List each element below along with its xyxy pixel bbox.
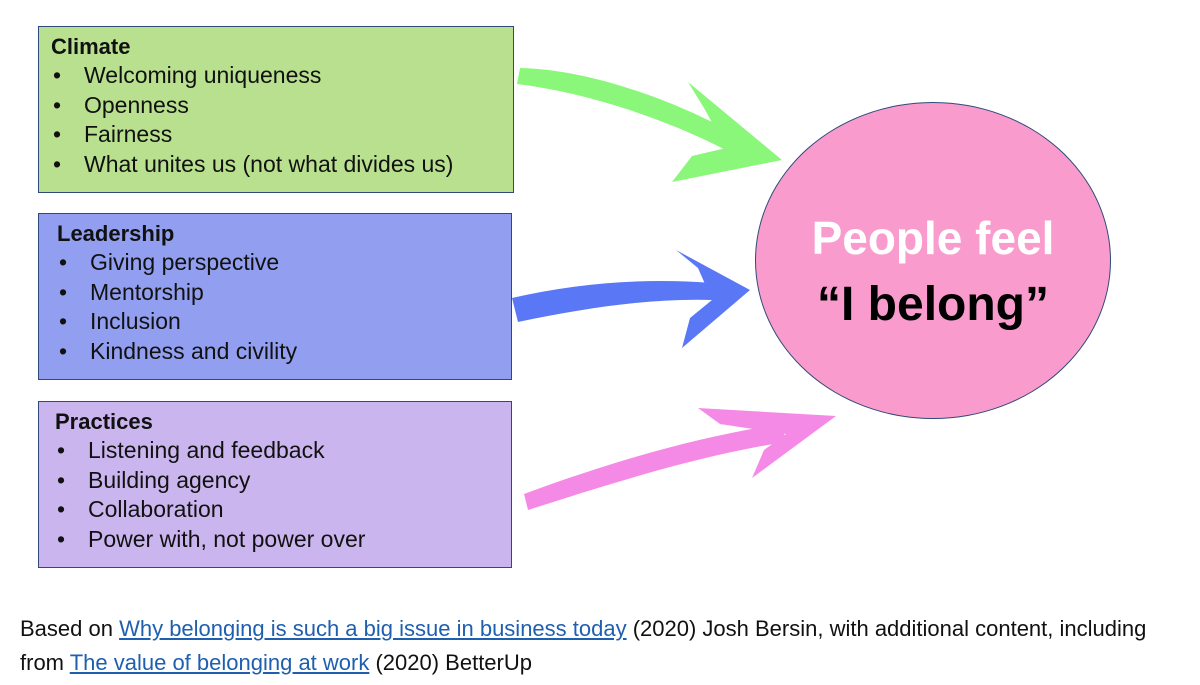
leadership-list: Giving perspective Mentorship Inclusion …	[57, 248, 499, 366]
climate-box: Climate Welcoming uniqueness Openness Fa…	[38, 26, 514, 193]
list-item: Building agency	[55, 466, 499, 496]
climate-arrow	[517, 68, 782, 182]
list-item: Fairness	[51, 120, 501, 150]
practices-arrow-shaft	[524, 424, 786, 510]
list-item: Kindness and civility	[57, 337, 499, 367]
leadership-arrow-head	[676, 250, 750, 348]
list-item: Giving perspective	[57, 248, 499, 278]
outcome-line1: People feel	[811, 212, 1055, 264]
practices-list: Listening and feedback Building agency C…	[55, 436, 499, 554]
caption: Based on Why belonging is such a big iss…	[20, 612, 1180, 680]
practices-arrow	[524, 408, 836, 510]
list-item: Listening and feedback	[55, 436, 499, 466]
list-item: What unites us (not what divides us)	[51, 150, 501, 180]
list-item: Mentorship	[57, 278, 499, 308]
list-item: Openness	[51, 91, 501, 121]
practices-box: Practices Listening and feedback Buildin…	[38, 401, 512, 568]
leadership-box: Leadership Giving perspective Mentorship…	[38, 213, 512, 380]
outcome-line2: “I belong”	[817, 278, 1049, 331]
climate-title: Climate	[51, 34, 131, 59]
caption-suffix: (2020) BetterUp	[369, 650, 532, 675]
climate-arrow-shaft	[517, 68, 742, 154]
outcome-circle	[755, 102, 1111, 419]
climate-list: Welcoming uniqueness Openness Fairness W…	[51, 61, 501, 179]
practices-title: Practices	[55, 409, 153, 434]
list-item: Welcoming uniqueness	[51, 61, 501, 91]
climate-arrow-head	[672, 82, 782, 182]
list-item: Power with, not power over	[55, 525, 499, 555]
list-item: Collaboration	[55, 495, 499, 525]
source-link-betterup[interactable]: The value of belonging at work	[69, 650, 370, 675]
caption-middle: (2020) Josh Bersin, with additional cont…	[20, 616, 1147, 675]
leadership-arrow	[512, 250, 750, 348]
practices-arrow-head	[698, 408, 836, 478]
source-link-bersin[interactable]: Why belonging is such a big issue in bus…	[119, 616, 627, 641]
leadership-title: Leadership	[57, 221, 175, 246]
caption-prefix: Based on	[20, 616, 120, 641]
leadership-arrow-shaft	[512, 280, 713, 322]
list-item: Inclusion	[57, 307, 499, 337]
